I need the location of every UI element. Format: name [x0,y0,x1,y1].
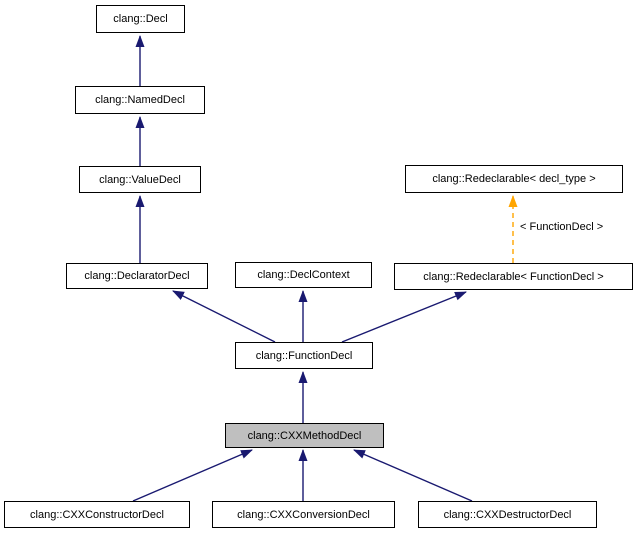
class-node-clang-valuedecl[interactable]: clang::ValueDecl [79,166,201,193]
class-node-clang-functiondecl[interactable]: clang::FunctionDecl [235,342,373,369]
class-node-clang-decl[interactable]: clang::Decl [96,5,185,33]
edge-functiondecl-to-redeclarable [341,291,467,343]
edge-functiondecl-to-declaratordecl [172,290,276,343]
class-node-clang-cxxdestructordecl[interactable]: clang::CXXDestructorDecl [418,501,597,528]
class-node-clang-declaratordecl[interactable]: clang::DeclaratorDecl [66,263,208,289]
class-node-clang-declcontext[interactable]: clang::DeclContext [235,262,372,288]
edge-cxxconstructordecl-to-cxxmethoddecl [132,449,253,502]
template-argument-label: < FunctionDecl > [520,221,604,233]
edge-cxxdestructordecl-to-cxxmethoddecl [353,449,473,502]
class-node-clang-cxxconstructordecl[interactable]: clang::CXXConstructorDecl [4,501,190,528]
class-node-clang-redeclarable-functiondecl[interactable]: clang::Redeclarable< FunctionDecl > [394,263,633,290]
class-node-clang-cxxmethoddecl-focus: clang::CXXMethodDecl [225,423,384,448]
class-node-clang-redeclarable-decl-type[interactable]: clang::Redeclarable< decl_type > [405,165,623,193]
class-node-clang-cxxconversiondecl[interactable]: clang::CXXConversionDecl [212,501,395,528]
class-node-clang-nameddecl[interactable]: clang::NamedDecl [75,86,205,114]
